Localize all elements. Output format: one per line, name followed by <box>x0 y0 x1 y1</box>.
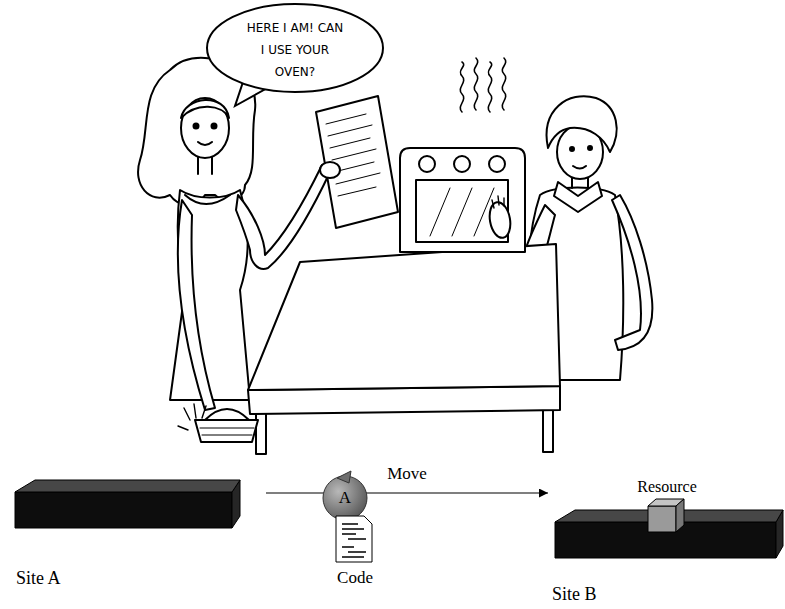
cartoon-illustration-part <box>138 58 652 454</box>
agent-circle: A <box>321 474 369 522</box>
recipe-paper <box>316 96 398 228</box>
right-woman-part <box>612 195 652 350</box>
kitchen-table <box>248 244 560 454</box>
code-document-outline-part <box>336 516 372 562</box>
kitchen-table-part <box>248 244 560 390</box>
kitchen-table-part <box>543 408 553 452</box>
raised-hand-part <box>492 196 504 208</box>
oven-part <box>430 188 494 236</box>
heat-waves-part <box>502 58 505 110</box>
right-woman-part <box>570 147 574 151</box>
left-woman-part <box>185 195 230 204</box>
site-box: Site A <box>14 476 266 602</box>
node-label: Site A <box>16 568 61 589</box>
speech-bubble-outline-part <box>207 4 383 92</box>
node-label: Code <box>322 568 388 588</box>
oven-part <box>489 156 505 172</box>
node-label: HERE I AM! CAN I USE YOUR OVEN? <box>245 15 345 85</box>
recipe-paper-part <box>320 162 340 178</box>
heat-waves <box>460 58 505 112</box>
oven <box>400 148 525 252</box>
site-box-outline-part <box>15 480 240 492</box>
agent-circle-outline-part <box>337 471 351 483</box>
code-document-outline-part <box>342 524 366 557</box>
left-woman-part <box>194 124 199 129</box>
node-label: A <box>321 474 369 522</box>
heat-waves-part <box>474 58 477 110</box>
site-box-outline-part <box>555 522 776 558</box>
left-woman-part <box>181 98 229 158</box>
node-label: Resource <box>625 478 709 496</box>
oven-part <box>419 156 435 172</box>
edge-label: Move <box>387 464 427 484</box>
right-woman-part <box>547 96 617 152</box>
oven-part <box>400 148 525 252</box>
right-woman-part <box>573 166 586 169</box>
oven-part <box>454 156 470 172</box>
vegetable-basket-part <box>200 428 254 435</box>
resource-cube: Resource <box>625 478 709 540</box>
vegetable-basket-part <box>205 409 249 420</box>
node-label: Site B <box>552 584 597 605</box>
left-woman-part <box>236 165 330 269</box>
vegetable-basket-part <box>195 420 258 442</box>
left-woman-part <box>198 142 212 145</box>
site-box-outline-part <box>15 492 232 528</box>
raised-hand-part <box>487 201 513 240</box>
move-arrow <box>266 492 548 493</box>
kitchen-table-part <box>256 412 266 454</box>
recipe-paper-part <box>316 96 398 228</box>
vegetable-basket <box>178 404 258 442</box>
right-woman-part <box>554 182 602 212</box>
recipe-paper-part <box>326 114 380 196</box>
right-woman-part <box>588 146 592 150</box>
speech-bubble-outline-part <box>249 72 271 84</box>
raised-hand <box>487 196 513 239</box>
site-box-outline-part <box>555 510 783 522</box>
left-woman-part <box>212 124 217 129</box>
code-document: Code <box>332 514 378 594</box>
heat-waves-part <box>488 62 491 112</box>
left-woman-part <box>178 200 215 410</box>
heat-waves-part <box>460 62 463 112</box>
speech-bubble: HERE I AM! CAN I USE YOUR OVEN? <box>205 2 385 94</box>
resource-cube-outline-part <box>648 506 676 532</box>
left-woman-part <box>181 100 229 118</box>
